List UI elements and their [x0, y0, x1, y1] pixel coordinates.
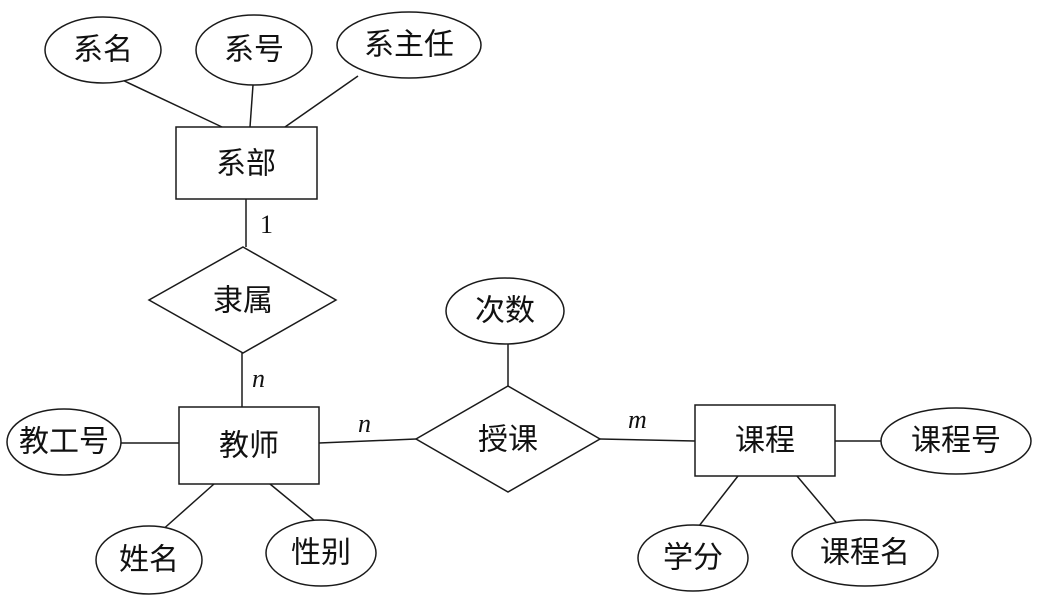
edges [117, 75, 881, 533]
attr-dept-name-label: 系名 [73, 33, 133, 68]
entity-course-label: 课程 [735, 424, 795, 459]
entity-teacher-label: 教师 [219, 429, 279, 464]
attr-course-name: 课程名 [791, 519, 939, 587]
attr-teacher-name: 姓名 [95, 525, 203, 595]
attr-dept-no: 系号 [195, 14, 313, 86]
entity-department: 系部 [175, 126, 318, 200]
relationship-teaches-label: 授课 [478, 423, 538, 458]
cardinality-teacher-belongs: n [252, 364, 265, 393]
edge-name-teacher [159, 483, 215, 533]
edge-coursename-course [796, 475, 841, 528]
relationship-teaches: 授课 [414, 385, 602, 493]
entity-department-label: 系部 [216, 147, 276, 182]
attr-course-credit-label: 学分 [663, 541, 723, 576]
entity-teacher: 教师 [178, 406, 320, 485]
entity-course: 课程 [694, 404, 836, 477]
attr-teacher-gender: 性别 [265, 519, 377, 587]
attr-dept-no-label: 系号 [224, 33, 284, 68]
relationship-belongs-label: 隶属 [213, 284, 273, 319]
attr-teacher-gender-label: 性别 [291, 536, 351, 571]
attr-course-no: 课程号 [880, 407, 1032, 475]
attr-count-label: 次数 [475, 294, 535, 329]
attr-teacher-id-label: 教工号 [19, 425, 109, 460]
attr-course-credit: 学分 [637, 524, 749, 592]
edge-credit-course [698, 475, 739, 527]
attr-course-name-label: 课程名 [820, 536, 910, 571]
edge-gender-teacher [269, 483, 316, 522]
attr-dept-name: 系名 [44, 16, 162, 84]
edge-depthead-dept [284, 75, 359, 128]
edge-teacher-teaches [318, 438, 417, 444]
relationship-belongs: 隶属 [147, 246, 338, 354]
edge-deptno-dept [249, 84, 254, 128]
attr-dept-head-label: 系主任 [364, 28, 454, 63]
cardinality-course-teaches: m [628, 405, 647, 434]
attr-teacher-id: 教工号 [6, 408, 122, 476]
cardinality-teacher-teaches: n [358, 409, 371, 438]
edge-teaches-course [599, 438, 696, 442]
attr-teacher-name-label: 姓名 [119, 543, 179, 578]
attr-dept-head: 系主任 [336, 11, 482, 79]
cardinality-dept-belongs: 1 [260, 210, 273, 239]
attr-count: 次数 [445, 277, 565, 345]
edge-deptname-dept [117, 77, 223, 128]
attr-course-no-label: 课程号 [911, 424, 1001, 459]
